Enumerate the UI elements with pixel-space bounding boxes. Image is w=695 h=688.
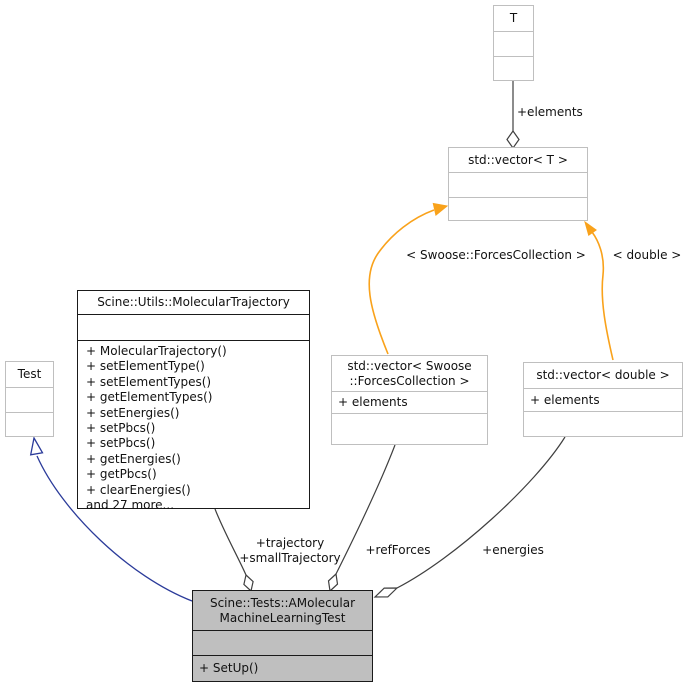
class-node-std-vector-t[interactable]: std::vector< T > bbox=[448, 147, 588, 221]
edge-trajectory bbox=[214, 508, 247, 576]
method-item: + getPbcs() bbox=[86, 467, 157, 482]
methods-compartment: + MolecularTrajectory() + setElementType… bbox=[78, 340, 309, 516]
class-title: std::vector< double > bbox=[536, 368, 670, 383]
method-item: + MolecularTrajectory() bbox=[86, 344, 227, 358]
aggregation-diamond-ref-forces bbox=[327, 572, 339, 593]
method-item: + getElementTypes() bbox=[86, 390, 213, 405]
edge-inheritance-test bbox=[36, 455, 193, 602]
edge-template-forces bbox=[368, 209, 435, 355]
attributes-compartment bbox=[6, 387, 53, 412]
class-title: Scine::Tests::AMolecular MachineLearning… bbox=[209, 596, 356, 625]
attributes-compartment bbox=[494, 31, 533, 56]
methods-compartment bbox=[524, 411, 682, 436]
arrowhead-template-forces bbox=[432, 202, 449, 217]
edge-template-double bbox=[591, 231, 614, 361]
method-item: and 27 more... bbox=[86, 498, 175, 513]
class-title: Scine::Utils::MolecularTrajectory bbox=[97, 295, 290, 310]
attributes-compartment: + elements bbox=[332, 391, 487, 413]
class-node-molecular-trajectory[interactable]: Scine::Utils::MolecularTrajectory + Mole… bbox=[77, 290, 310, 512]
edge-label-elements: +elements bbox=[517, 105, 583, 119]
edge-label-template-forces: < Swoose::ForcesCollection > bbox=[406, 248, 586, 262]
method-item: + setElementTypes() bbox=[86, 374, 212, 389]
arrowhead-template-double bbox=[584, 220, 597, 237]
class-title: std::vector< T > bbox=[468, 152, 568, 167]
method-item: + setPbcs() bbox=[86, 421, 156, 436]
class-title: Test bbox=[17, 367, 42, 382]
edge-label-template-double: < double > bbox=[612, 248, 682, 262]
edge-label-ref-forces: +refForces bbox=[365, 543, 431, 557]
method-item: + clearEnergies() bbox=[86, 482, 191, 497]
attributes-compartment bbox=[449, 172, 587, 197]
method-item: + setEnergies() bbox=[86, 405, 180, 420]
edge-energies bbox=[396, 436, 566, 589]
class-node-test[interactable]: Test bbox=[5, 361, 54, 437]
class-title: T bbox=[509, 11, 518, 26]
attributes-compartment: + elements bbox=[524, 388, 682, 411]
methods-compartment bbox=[332, 413, 487, 444]
attributes-compartment bbox=[193, 630, 372, 655]
aggregation-diamond-trajectory bbox=[243, 573, 254, 593]
class-node-std-vector-forces-collection[interactable]: std::vector< Swoose ::ForcesCollection >… bbox=[331, 355, 488, 445]
aggregation-diamond-energies bbox=[373, 587, 399, 598]
class-node-std-vector-double[interactable]: std::vector< double > + elements bbox=[523, 362, 683, 437]
methods-compartment bbox=[6, 412, 53, 436]
method-item: + getEnergies() bbox=[86, 451, 181, 466]
edge-label-trajectory: +trajectory +smallTrajectory bbox=[239, 536, 341, 565]
edge-ref-forces bbox=[335, 444, 396, 575]
edge-label-energies: +energies bbox=[482, 543, 544, 557]
methods-compartment bbox=[494, 56, 533, 80]
attributes-compartment bbox=[78, 314, 309, 340]
class-node-amolecular-machine-learning-test[interactable]: Scine::Tests::AMolecular MachineLearning… bbox=[192, 590, 373, 682]
methods-compartment bbox=[449, 197, 587, 220]
aggregation-diamond-elements bbox=[506, 129, 520, 150]
inheritance-arrowhead bbox=[29, 436, 44, 456]
method-item: + setPbcs() bbox=[86, 436, 156, 451]
method-item: + setElementType() bbox=[86, 359, 205, 374]
class-node-t[interactable]: T bbox=[493, 5, 534, 81]
class-title: std::vector< Swoose ::ForcesCollection > bbox=[347, 359, 472, 388]
methods-compartment: + SetUp() bbox=[193, 655, 372, 681]
